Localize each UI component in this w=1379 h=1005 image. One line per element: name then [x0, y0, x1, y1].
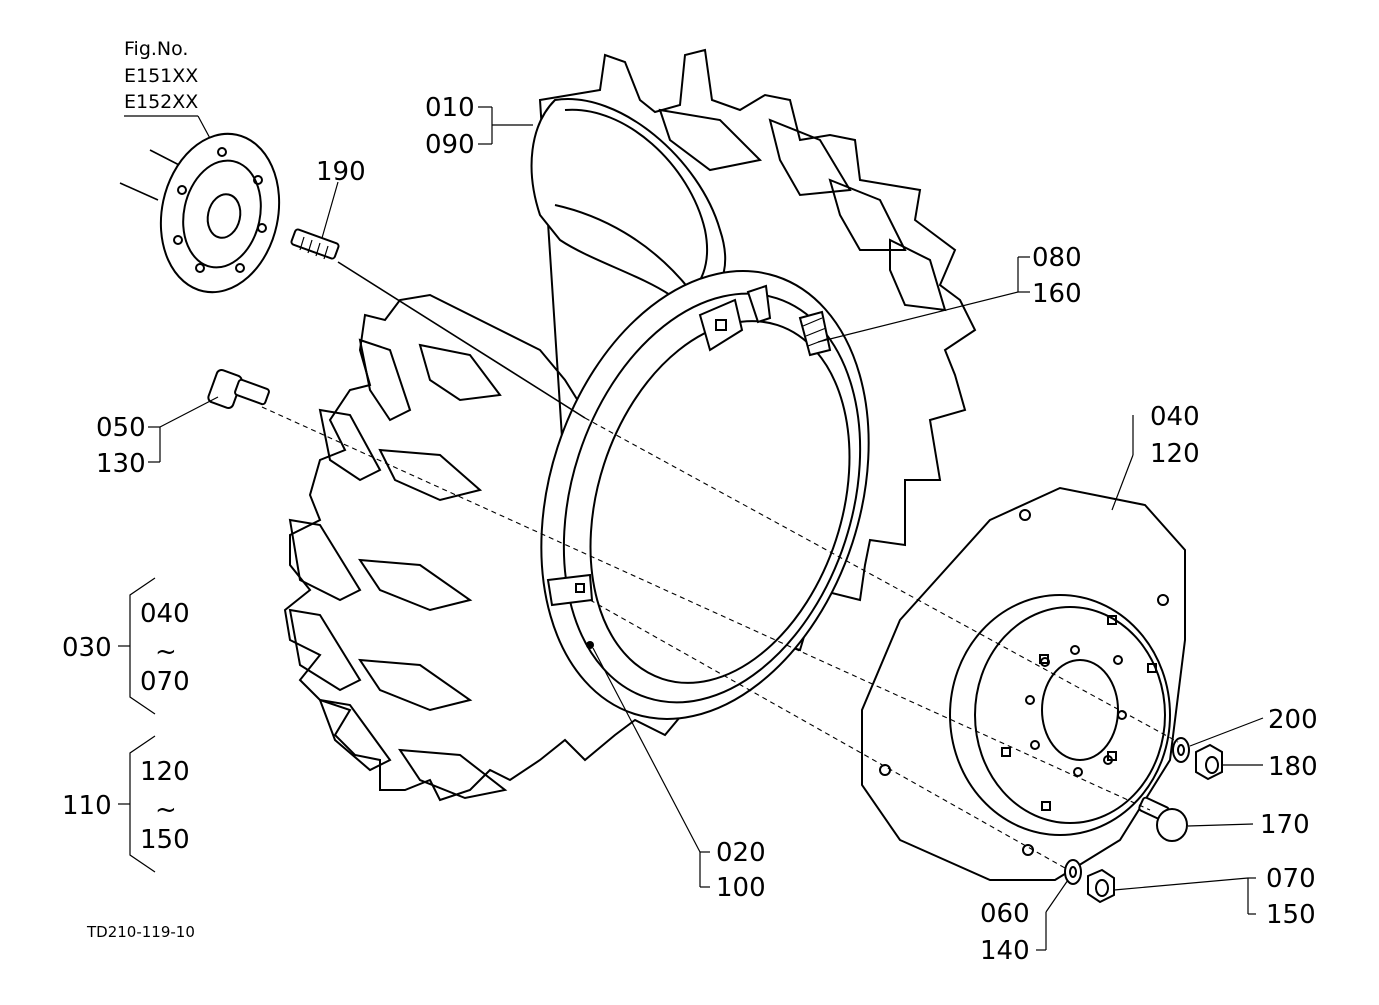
label-130: 130 — [96, 449, 146, 479]
fig-code-2: E152XX — [124, 91, 198, 113]
label-070: 070 — [1266, 864, 1316, 894]
label-160: 160 — [1032, 279, 1082, 309]
wheel-rim — [540, 270, 870, 720]
label-060: 060 — [980, 899, 1030, 929]
label-190: 190 — [316, 157, 366, 187]
group-110-from: 120 — [140, 757, 190, 787]
figure-reference: Fig.No. E151XX E152XX — [124, 38, 213, 143]
group-110-tilde: ~ — [155, 795, 177, 825]
nut-180 — [1195, 743, 1223, 781]
tire-tube-section — [530, 98, 727, 312]
label-120: 120 — [1150, 439, 1200, 469]
nut-070 — [1087, 868, 1115, 904]
group-030-tilde: ~ — [155, 637, 177, 667]
group-030-id: 030 — [62, 633, 112, 663]
bolt-170 — [1138, 796, 1188, 842]
group-110-id: 110 — [62, 791, 112, 821]
fig-code-1: E151XX — [124, 65, 198, 87]
label-100: 100 — [716, 873, 766, 903]
leader-lines — [148, 106, 1264, 951]
assembly-lines — [261, 261, 1179, 869]
label-020: 020 — [716, 838, 766, 868]
label-180: 180 — [1268, 752, 1318, 782]
label-010: 010 — [425, 93, 475, 123]
drawing-code: TD210-119-10 — [86, 923, 195, 941]
washer-200 — [1172, 737, 1190, 763]
label-040: 040 — [1150, 402, 1200, 432]
label-050: 050 — [96, 413, 146, 443]
label-090: 090 — [425, 130, 475, 160]
group-030-to: 070 — [140, 667, 190, 697]
assembly-group-030: 030 040 ~ 070 — [62, 577, 190, 715]
part-labels: 010 090 190 080 160 050 130 040 120 200 … — [96, 93, 1318, 966]
label-150: 150 — [1266, 900, 1316, 930]
stud-bolt — [290, 228, 340, 260]
fig-no-label: Fig.No. — [124, 38, 188, 60]
label-140: 140 — [980, 936, 1030, 966]
group-030-from: 040 — [140, 599, 190, 629]
washer-060 — [1064, 859, 1082, 885]
wheel-disc — [861, 486, 1186, 881]
label-080: 080 — [1032, 243, 1082, 273]
hub-bolt — [207, 368, 270, 410]
label-170: 170 — [1260, 810, 1310, 840]
assembly-group-110: 110 120 ~ 150 — [62, 735, 190, 873]
label-200: 200 — [1268, 705, 1318, 735]
axle-hub-flange — [119, 132, 281, 294]
group-110-to: 150 — [140, 825, 190, 855]
